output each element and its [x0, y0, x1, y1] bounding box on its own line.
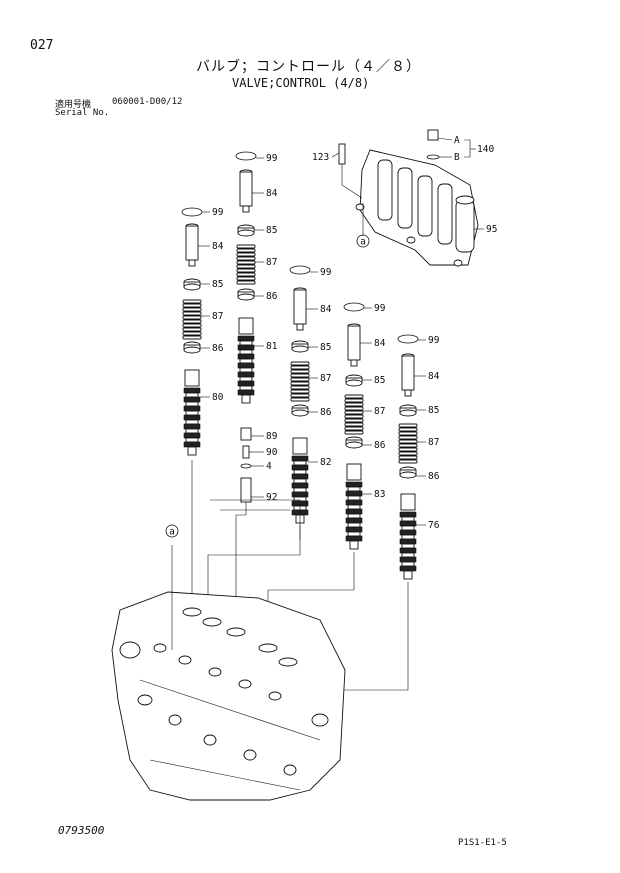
- callout-84: 84: [320, 304, 332, 315]
- plunger-84: [401, 353, 415, 397]
- seat-85: [183, 278, 201, 291]
- bolt-123: [338, 143, 346, 165]
- page-number: 027: [30, 38, 54, 53]
- spool-assembly-82: [207, 265, 311, 640]
- title-english: VALVE;CONTROL (4/8): [232, 76, 370, 90]
- callout-86: 86: [266, 291, 278, 302]
- document-number: 0793500: [58, 824, 105, 837]
- callout-87: 87: [212, 311, 223, 322]
- callout-81: 81: [266, 341, 278, 352]
- plug-A: [427, 129, 439, 141]
- spool-assembly-80: [181, 207, 203, 608]
- svg-text:a: a: [169, 527, 175, 538]
- callout-87: 87: [374, 406, 385, 417]
- spool-76: [399, 493, 417, 580]
- callout-99: 99: [428, 335, 440, 346]
- callout-99: 99: [212, 207, 224, 218]
- seat-86: [183, 341, 201, 354]
- spool-assembly-83: [267, 302, 365, 650]
- callout-86: 86: [212, 343, 224, 354]
- svg-text:a: a: [360, 237, 366, 248]
- callout-85: 85: [320, 342, 331, 353]
- callout-86: 86: [320, 407, 332, 418]
- callout-83: 83: [374, 489, 385, 500]
- spring-87: [236, 244, 256, 285]
- spring-87: [290, 361, 310, 402]
- callout-84: 84: [428, 371, 440, 382]
- ref-marker-a-top: a: [356, 234, 370, 248]
- callout-85: 85: [212, 279, 223, 290]
- spool-83: [345, 463, 363, 550]
- o-ring-99: [289, 265, 311, 275]
- callout-99: 99: [374, 303, 386, 314]
- callout-86: 86: [428, 471, 440, 482]
- callout-82: 82: [320, 457, 331, 468]
- spring-87: [398, 423, 418, 464]
- callout-85: 85: [428, 405, 439, 416]
- callout-B: B: [454, 152, 460, 163]
- callout-140: 140: [477, 144, 494, 155]
- spool-assembly-76: [330, 334, 419, 691]
- seat-86: [345, 436, 363, 449]
- ref-marker-a-left: a: [165, 524, 179, 538]
- spool-assembly-81: [235, 151, 257, 620]
- spring-87: [344, 394, 364, 435]
- callout-92: 92: [266, 492, 277, 503]
- leader-lines: [198, 137, 484, 526]
- valve-body: [111, 545, 346, 801]
- o-ring-99: [397, 334, 419, 344]
- model-label: 適用号機: [55, 100, 92, 110]
- seat-85: [345, 374, 363, 387]
- callout-4: 4: [266, 461, 272, 472]
- valve-cover-95: [338, 129, 479, 267]
- plunger-84: [185, 223, 199, 267]
- callout-84: 84: [266, 188, 278, 199]
- seat-86: [399, 466, 417, 479]
- seat-86: [237, 288, 255, 301]
- serial-label: Serial No.: [55, 108, 110, 118]
- callout-95: 95: [486, 224, 497, 235]
- page-code: P1S1-E1-5: [458, 838, 507, 848]
- callout-84: 84: [212, 241, 224, 252]
- callout-87: 87: [428, 437, 439, 448]
- callout-84: 84: [374, 338, 386, 349]
- spool-81: [237, 317, 255, 404]
- callout-labels: 99 84 85 87 86 80 99 84 85 87 86 81 89 9…: [212, 135, 497, 531]
- model-value: 060001-D00/12: [112, 97, 183, 107]
- callout-80: 80: [212, 392, 224, 403]
- callout-87: 87: [266, 257, 277, 268]
- plunger-84: [347, 323, 361, 367]
- title-japanese: バルブ；コントロール（４／８）: [196, 59, 421, 75]
- part-90: [242, 445, 250, 459]
- seat-86: [291, 404, 309, 417]
- part-89: [240, 427, 252, 441]
- callout-A: A: [454, 135, 460, 146]
- callout-123: 123: [312, 152, 329, 163]
- plunger-84: [293, 287, 307, 331]
- o-ring-99: [181, 207, 203, 217]
- spool-80: [183, 369, 201, 456]
- callout-85: 85: [266, 225, 277, 236]
- callout-99: 99: [320, 267, 332, 278]
- callout-86: 86: [374, 440, 386, 451]
- plunger-84: [239, 169, 253, 213]
- o-ring-99: [343, 302, 365, 312]
- o-ring-99: [235, 151, 257, 161]
- spring-87: [182, 299, 202, 340]
- callout-99: 99: [266, 153, 278, 164]
- part-92: [240, 477, 252, 503]
- callout-76: 76: [428, 520, 440, 531]
- callout-90: 90: [266, 447, 278, 458]
- callout-89: 89: [266, 431, 278, 442]
- callout-87: 87: [320, 373, 331, 384]
- seat-85: [399, 404, 417, 417]
- callout-85: 85: [374, 375, 385, 386]
- seat-85: [237, 224, 255, 237]
- o-ring-B: [426, 154, 440, 160]
- seat-85: [291, 340, 309, 353]
- o-ring-4: [240, 463, 252, 469]
